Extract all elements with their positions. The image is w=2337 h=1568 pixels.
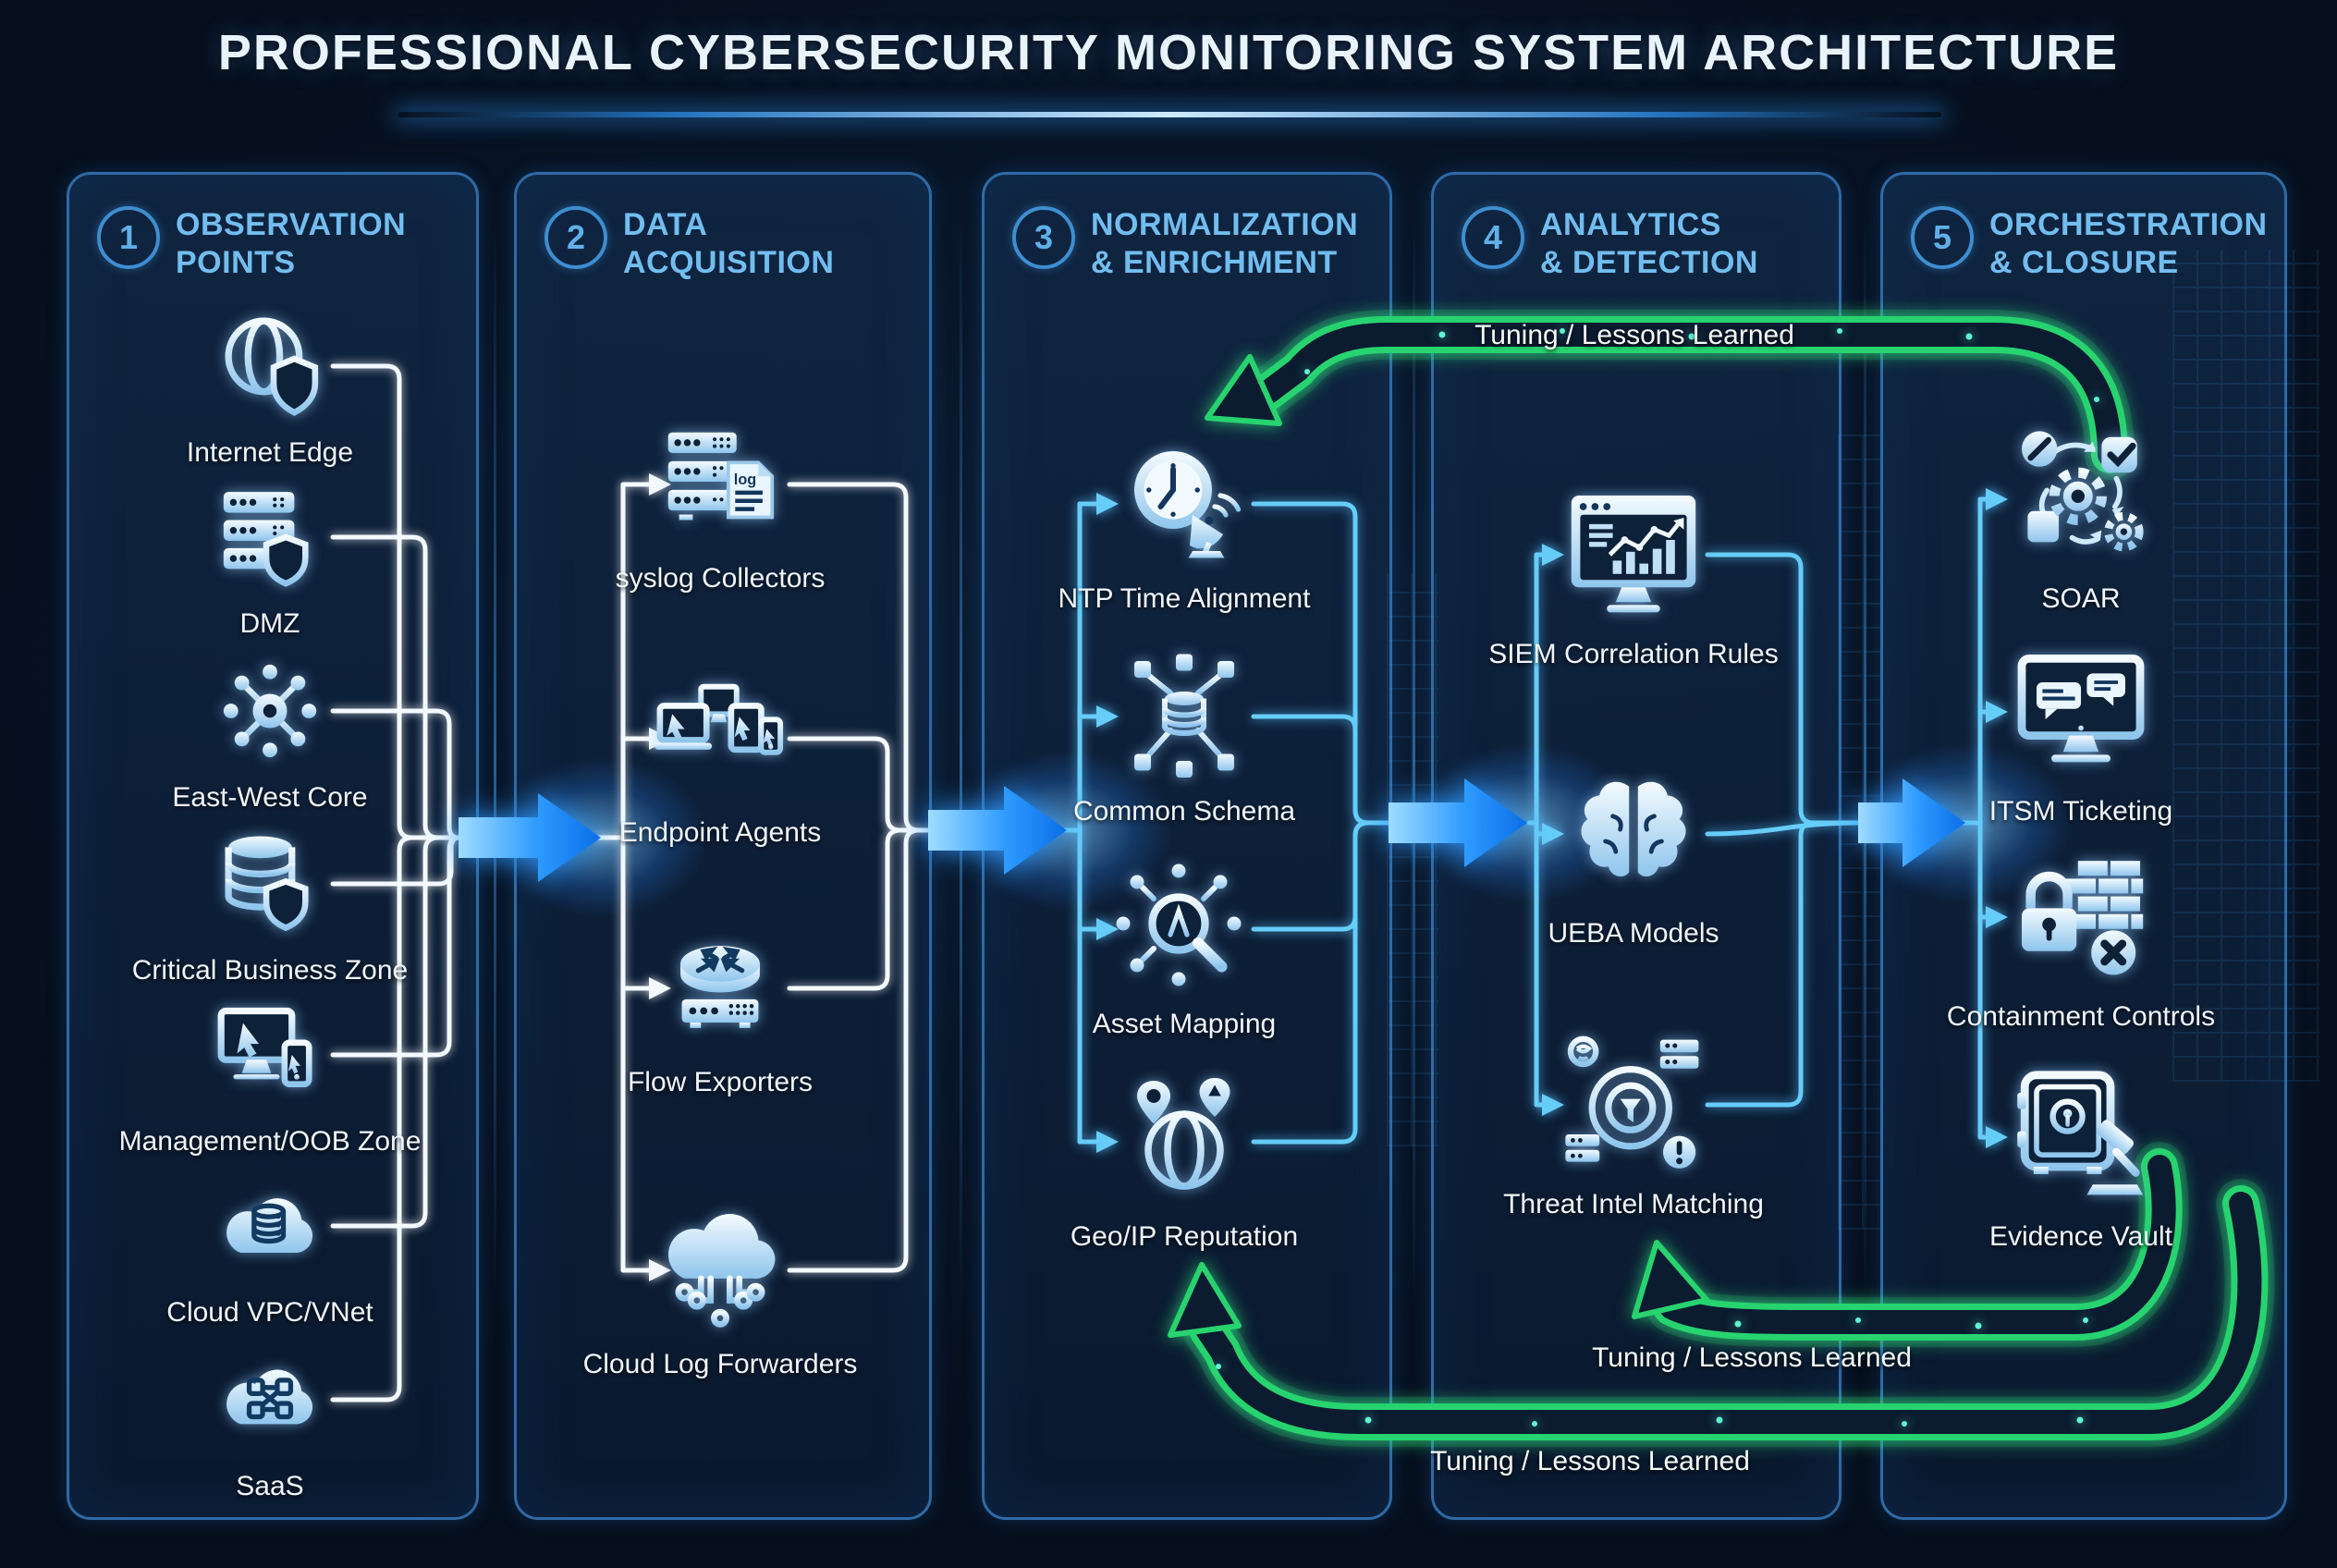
node-evidence-vault: Evidence Vault [1924,1063,2238,1253]
sparkles [1216,328,2099,1427]
clock-dish-icon [1134,451,1242,558]
node-itsm-ticketing: ITSM Ticketing [1924,638,2238,827]
step-number-badge: 2 [544,206,607,269]
cloud-network-icon [226,1369,313,1425]
feedback-arrow-bottom [1168,1179,2275,1447]
endpoint-devices-icon [654,683,784,755]
globe-pins-icon [1137,1078,1230,1190]
vault-gavel-icon [2017,1071,2144,1195]
column-title: OBSERVATION POINTS [176,207,407,280]
asset-magnifier-icon [1116,864,1242,986]
column-header: 4 ANALYTICS & DETECTION [1434,175,1839,282]
cloud-circuit-icon [667,1213,776,1328]
node-soar: SOAR [1924,425,2238,615]
circuit-grid [2172,250,2320,1082]
node-internet-edge: Internet Edge [113,305,427,469]
node-geo-ip-reputation: Geo/IP Reputation [1027,1072,1341,1253]
node-management-oob-zone: Management/OOB Zone [113,994,427,1158]
siem-chart-icon [1571,496,1696,613]
node-label: Evidence Vault [1989,1221,2172,1252]
page-title: PROFESSIONAL CYBERSECURITY MONITORING SY… [217,25,2120,80]
column-title: NORMALIZATION & ENRICHMENT [1091,207,1359,280]
node-label: DMZ [239,608,300,639]
node-label: SOAR [2041,583,2121,614]
feedback-arrow-middle [1632,1142,2189,1347]
node-label: Endpoint Agents [618,817,822,848]
node-label: East-West Core [172,782,368,813]
column-header: 3 NORMALIZATION & ENRICHMENT [985,175,1389,282]
node-label: Containment Controls [1946,1001,2216,1032]
node-label: Common Schema [1072,796,1296,827]
node-label: Internet Edge [186,437,354,468]
feedback-label-top: Tuning / Lessons Learned [1474,320,1794,350]
node-label: Flow Exporters [627,1067,814,1097]
node-label: Critical Business Zone [131,955,409,986]
node-common-schema: Common Schema [1027,647,1341,827]
cloud-database-icon [226,1198,313,1254]
node-dmz: DMZ [113,476,427,640]
node-endpoint-agents: Endpoint Agents [563,670,877,849]
node-label: Threat Intel Matching [1503,1189,1764,1219]
schema-database-icon [1134,654,1234,778]
node-label: SaaS [236,1471,304,1501]
brain-icon [1581,781,1686,877]
node-ntp-time-alignment: NTP Time Alignment [1027,435,1341,615]
router-flow-icon [680,946,760,1028]
step-number-badge: 4 [1462,206,1524,269]
node-asset-mapping: Asset Mapping [1027,860,1341,1040]
threat-target-icon [1565,1035,1699,1169]
node-label: Geo/IP Reputation [1070,1221,1299,1252]
feedback-arrow-top [1205,310,2135,480]
column-title: ANALYTICS & DETECTION [1540,207,1758,280]
node-saas: SaaS [113,1339,427,1502]
node-label: Management/OOB Zone [118,1126,422,1157]
column-header: 2 DATA ACQUISITION [517,175,929,282]
node-label: syslog Collectors [615,563,826,594]
log-doc-text: log [734,472,756,488]
column-title: DATA ACQUISITION [623,207,835,280]
node-label: ITSM Ticketing [1988,796,2173,827]
node-syslog-collectors: log syslog Collectors [563,416,877,594]
node-label: SIEM Correlation Rules [1488,639,1779,669]
node-flow-exporters: Flow Exporters [563,920,877,1098]
node-label: NTP Time Alignment [1058,583,1311,614]
column-header: 5 ORCHESTRATION & CLOSURE [1883,175,2284,282]
node-cloud-log-forwarders: Cloud Log Forwarders [563,1202,877,1380]
globe-shield-icon [225,317,319,416]
node-label: Cloud Log Forwarders [582,1349,858,1379]
node-siem-correlation-rules: SIEM Correlation Rules [1476,481,1791,670]
step-number-badge: 5 [1911,206,1974,269]
node-label: Asset Mapping [1092,1009,1277,1039]
step-number-badge: 3 [1012,206,1075,269]
server-shield-icon [223,492,309,587]
title-glow-line [398,112,1941,117]
server-log-icon: log [667,432,775,521]
node-critical-business-zone: Critical Business Zone [113,823,427,986]
column-title: ORCHESTRATION & CLOSURE [1989,207,2268,280]
node-ueba-models: UEBA Models [1476,760,1791,949]
node-label: Cloud VPC/VNet [166,1297,373,1328]
step-number-badge: 1 [97,206,160,269]
node-cloud-vpc-vnet: Cloud VPC/VNet [113,1165,427,1329]
node-containment-controls: Containment Controls [1924,843,2238,1033]
soar-workflow-icon [2022,431,2144,552]
hub-network-icon [223,664,317,758]
node-threat-intel-matching: Threat Intel Matching [1476,1031,1791,1220]
monitor-mobile-icon [217,1007,312,1087]
itsm-chat-icon [2017,655,2145,763]
node-east-west-core: East-West Core [113,650,427,814]
node-label: UEBA Models [1548,918,1719,949]
feedback-label-bottom: Tuning / Lessons Learned [1430,1446,1750,1476]
column-header: 1 OBSERVATION POINTS [69,175,476,282]
lock-wall-x-icon [2022,861,2144,975]
feedback-label-middle: Tuning / Lessons Learned [1592,1342,1912,1373]
acquisition-branch-lines [594,473,933,1281]
database-shield-icon [225,836,309,932]
